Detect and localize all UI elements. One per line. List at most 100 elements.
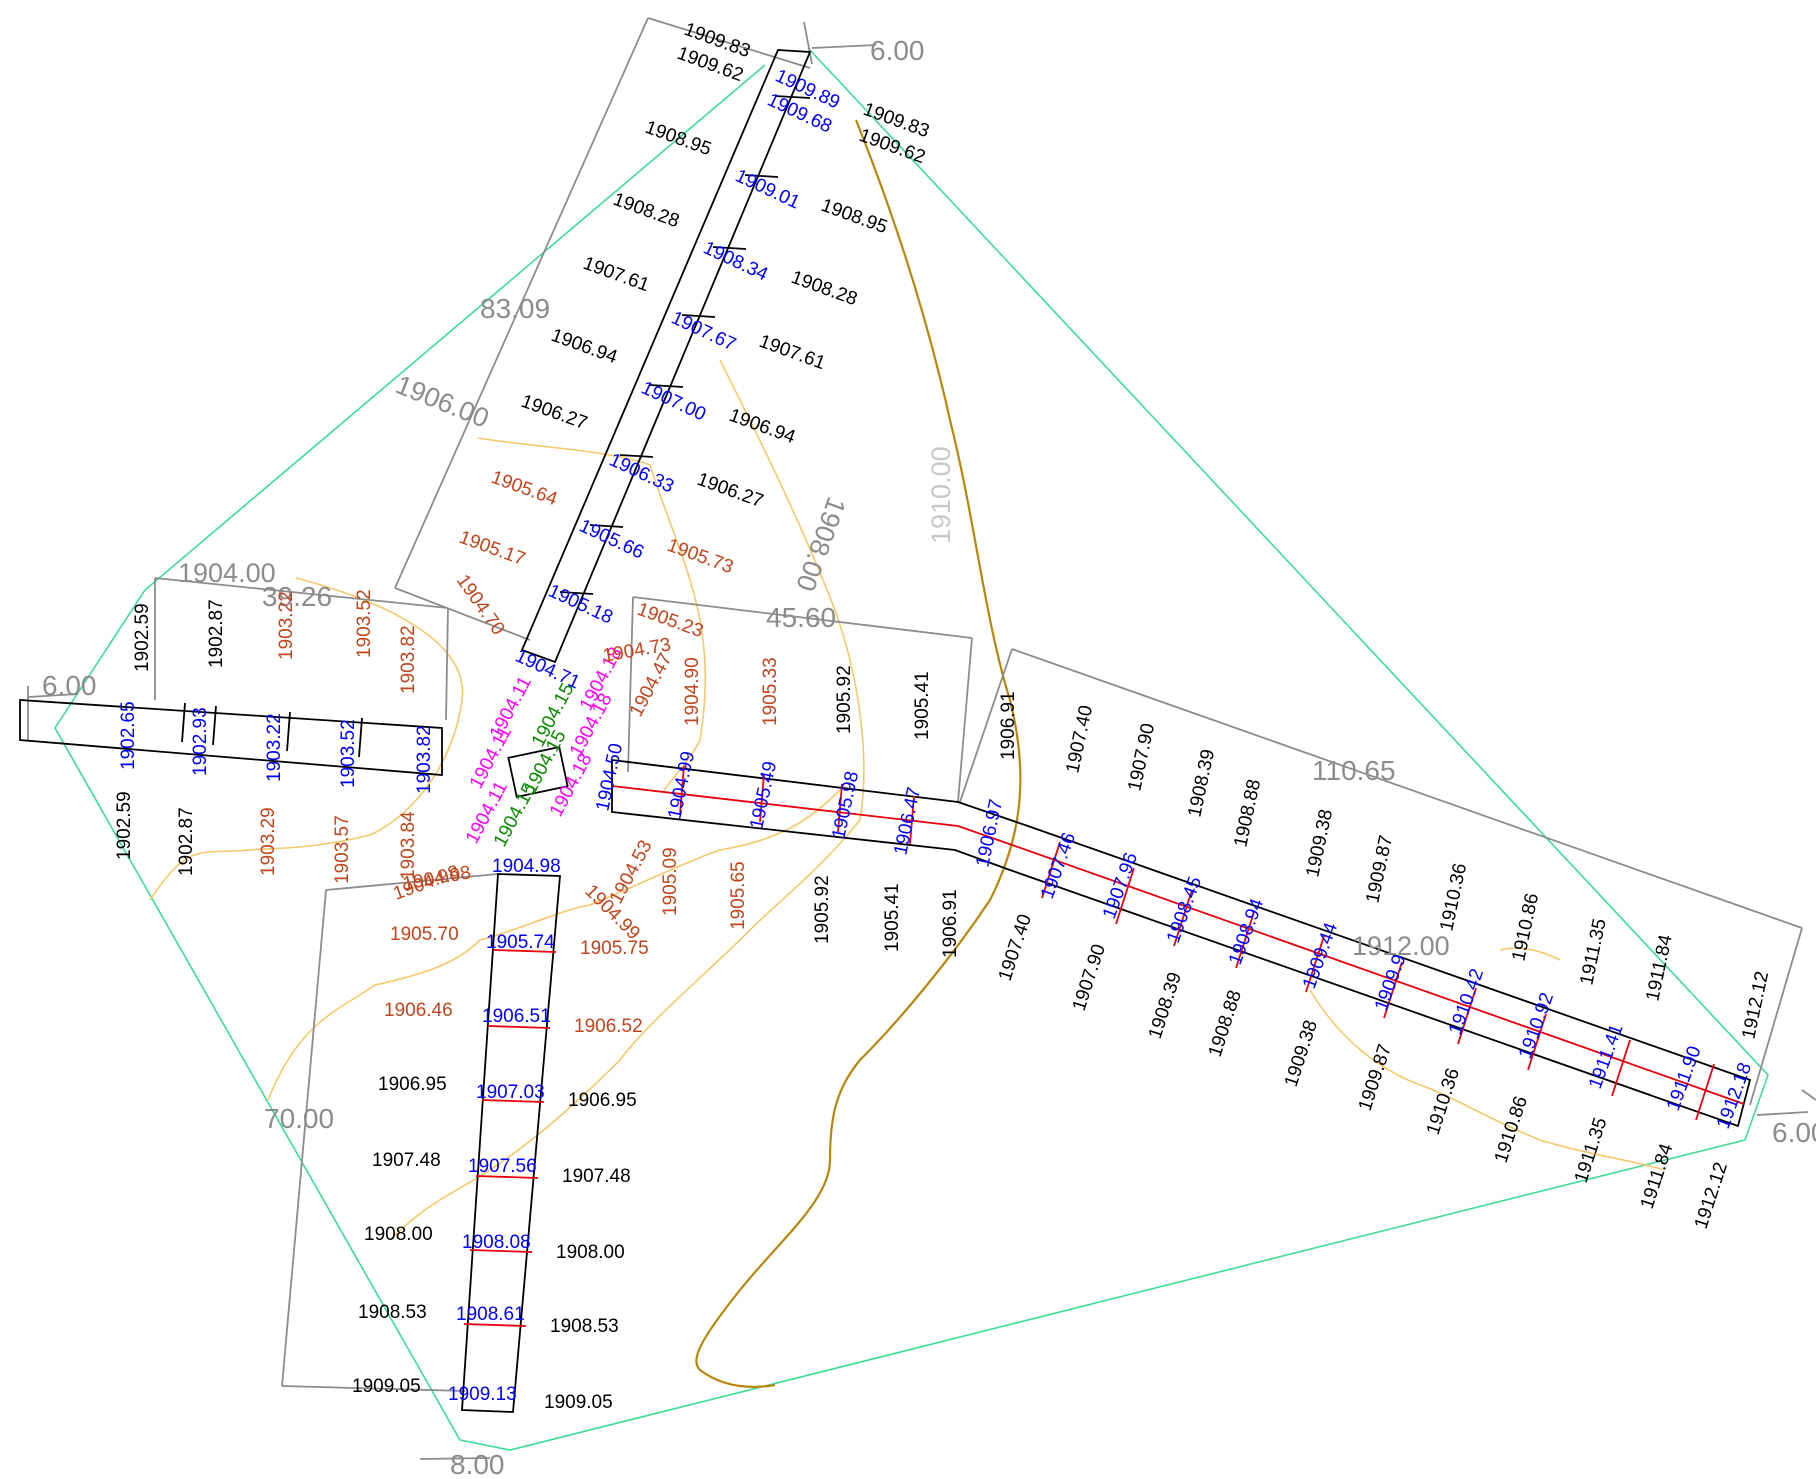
east-top-level: 1910.86 bbox=[1508, 891, 1543, 963]
west-top-level: 1903.52 bbox=[354, 589, 375, 658]
south-left-level: 1909.05 bbox=[352, 1376, 421, 1397]
south-centre-level: 1908.08 bbox=[462, 1232, 531, 1253]
east-centre-level: 1909.9 bbox=[1371, 952, 1411, 1014]
east-bottom-level: 1908.39 bbox=[1145, 970, 1186, 1042]
north-centre-level: 1907.00 bbox=[638, 377, 709, 425]
south-centre-level: 1906.51 bbox=[482, 1006, 551, 1027]
north-right-level: 1906.94 bbox=[726, 405, 798, 448]
east-bottom-level: 1907.90 bbox=[1069, 942, 1110, 1014]
south-section-tick bbox=[463, 1323, 527, 1327]
south-right-level: 1908.00 bbox=[556, 1242, 625, 1263]
north-left-level: 1908.95 bbox=[642, 117, 714, 160]
east-bottom-level: 1908.88 bbox=[1205, 988, 1246, 1060]
dimension-lines bbox=[27, 17, 1816, 1460]
west-centre-level: 1903.82 bbox=[414, 725, 435, 794]
west-centre-level: 1902.65 bbox=[118, 701, 139, 770]
north-right-level: 1908.95 bbox=[818, 195, 890, 238]
east-top-level: 1907.90 bbox=[1124, 721, 1159, 793]
junction-square bbox=[507, 745, 569, 799]
west-centre-level: 1903.52 bbox=[338, 719, 359, 788]
center-bottom-level: 1905.92 bbox=[812, 875, 833, 944]
road-outlines bbox=[19, 49, 1752, 1413]
south-centre-level: 1907.03 bbox=[476, 1082, 545, 1103]
east-bottom-level: 1909.38 bbox=[1281, 1018, 1322, 1090]
east-section-tick bbox=[1457, 987, 1477, 1045]
center-length-dim: 45.60 bbox=[766, 602, 836, 633]
north-section-tick bbox=[649, 384, 684, 388]
south-centre-level: 1909.13 bbox=[448, 1384, 517, 1405]
center-top-level: 1905.41 bbox=[912, 671, 933, 740]
center-section-tick bbox=[679, 765, 685, 815]
south-right-level: 1907.48 bbox=[562, 1166, 631, 1187]
junction-orange-level: 1905.09 bbox=[660, 847, 681, 916]
east-centre-level: 1908.94 bbox=[1225, 896, 1268, 968]
west-width-dim: 6.00 bbox=[42, 670, 97, 701]
north-centre-level: 1905.18 bbox=[545, 580, 616, 628]
east-length-dim: 110.65 bbox=[1312, 755, 1396, 786]
north-right-level: 1907.61 bbox=[756, 331, 828, 374]
east-section-tick bbox=[1305, 935, 1325, 993]
east-top-level: 1909.87 bbox=[1362, 833, 1397, 905]
north-left-level: 1906.27 bbox=[518, 391, 590, 434]
north-left-level: 1905.17 bbox=[456, 527, 528, 570]
south-left-level: 1908.00 bbox=[364, 1224, 433, 1245]
contour-label-1910: 1910.00 bbox=[926, 446, 956, 544]
west-bottom-level: 1903.57 bbox=[332, 815, 353, 884]
west-arm-outline bbox=[19, 699, 443, 776]
north-section-tick bbox=[619, 454, 654, 458]
east-bottom-level: 1910.86 bbox=[1491, 1094, 1532, 1166]
south-right-level: 1905.75 bbox=[580, 938, 649, 959]
north-section-tick bbox=[681, 314, 716, 318]
east-bottom-level: 1912.12 bbox=[1691, 1160, 1732, 1232]
north-left-level: 1904.70 bbox=[452, 571, 509, 639]
south-section-tick bbox=[469, 1249, 533, 1253]
center-centre-level: 1905.98 bbox=[828, 769, 863, 841]
centre-lines bbox=[611, 785, 1745, 1105]
south-centre-level: 1908.61 bbox=[456, 1304, 525, 1325]
contour-labels: 1904.00 1906.00 1908.00 1910.00 1912.00 bbox=[178, 369, 1450, 961]
north-centre-level: 1909.01 bbox=[732, 165, 803, 213]
west-section-tick bbox=[181, 702, 186, 743]
center-centre-level: 1904.50 bbox=[592, 741, 627, 813]
contour-label-1904: 1904.00 bbox=[178, 558, 276, 588]
center-bottom-level: 1905.41 bbox=[882, 883, 903, 952]
site-boundary bbox=[54, 47, 1769, 1451]
center-top-level: 1905.92 bbox=[834, 665, 855, 734]
west-bottom-level: 1902.87 bbox=[176, 807, 197, 876]
east-section-tick bbox=[1115, 867, 1135, 925]
south-right-level: 1908.53 bbox=[550, 1316, 619, 1337]
east-bottom-level: 1909.87 bbox=[1355, 1042, 1396, 1114]
east-bottom-level: 1907.40 bbox=[995, 912, 1036, 984]
south-left-level: 1905.70 bbox=[390, 924, 459, 945]
west-bottom-level: 1903.29 bbox=[258, 807, 279, 876]
north-left-level: 1906.94 bbox=[548, 325, 620, 368]
south-section-tick bbox=[487, 1025, 551, 1029]
south-right-level: 1906.95 bbox=[568, 1090, 637, 1111]
north-section-tick bbox=[559, 591, 594, 595]
center-bottom-level: 1906.91 bbox=[940, 889, 961, 958]
north-right-level: 1905.73 bbox=[664, 535, 736, 578]
east-section-tick bbox=[1527, 1013, 1547, 1071]
center-section-tick bbox=[909, 795, 915, 845]
north-section-tick bbox=[744, 174, 779, 178]
north-centre-level: 1908.34 bbox=[700, 237, 772, 285]
east-width-dim: 6.00 bbox=[1772, 1117, 1816, 1148]
east-section-tick bbox=[1041, 841, 1061, 899]
south-right-level: 1909.05 bbox=[544, 1392, 613, 1413]
center-centre-level: 1905.49 bbox=[746, 759, 781, 831]
south-width-dim: 8.00 bbox=[450, 1449, 505, 1479]
east-top-level: 1911.35 bbox=[1576, 917, 1611, 987]
west-bottom-level: 1902.59 bbox=[114, 791, 135, 860]
south-arm-outline bbox=[461, 873, 561, 1413]
west-top-level: 1903.22 bbox=[276, 591, 297, 660]
north-length-dim: 83.09 bbox=[480, 293, 550, 324]
contour-label-1906: 1906.00 bbox=[391, 369, 493, 433]
contour-label-1908: 1908.00 bbox=[790, 493, 852, 595]
cross-section-ticks bbox=[181, 95, 1715, 1327]
east-bottom-level: 1911.84 bbox=[1637, 1141, 1678, 1212]
west-bottom-level: 1903.84 bbox=[398, 811, 419, 880]
south-section-tick bbox=[481, 1099, 545, 1103]
junction-orange-level: 1905.65 bbox=[728, 861, 749, 930]
east-section-tick bbox=[1173, 889, 1193, 947]
east-top-level: 1908.39 bbox=[1184, 747, 1219, 819]
